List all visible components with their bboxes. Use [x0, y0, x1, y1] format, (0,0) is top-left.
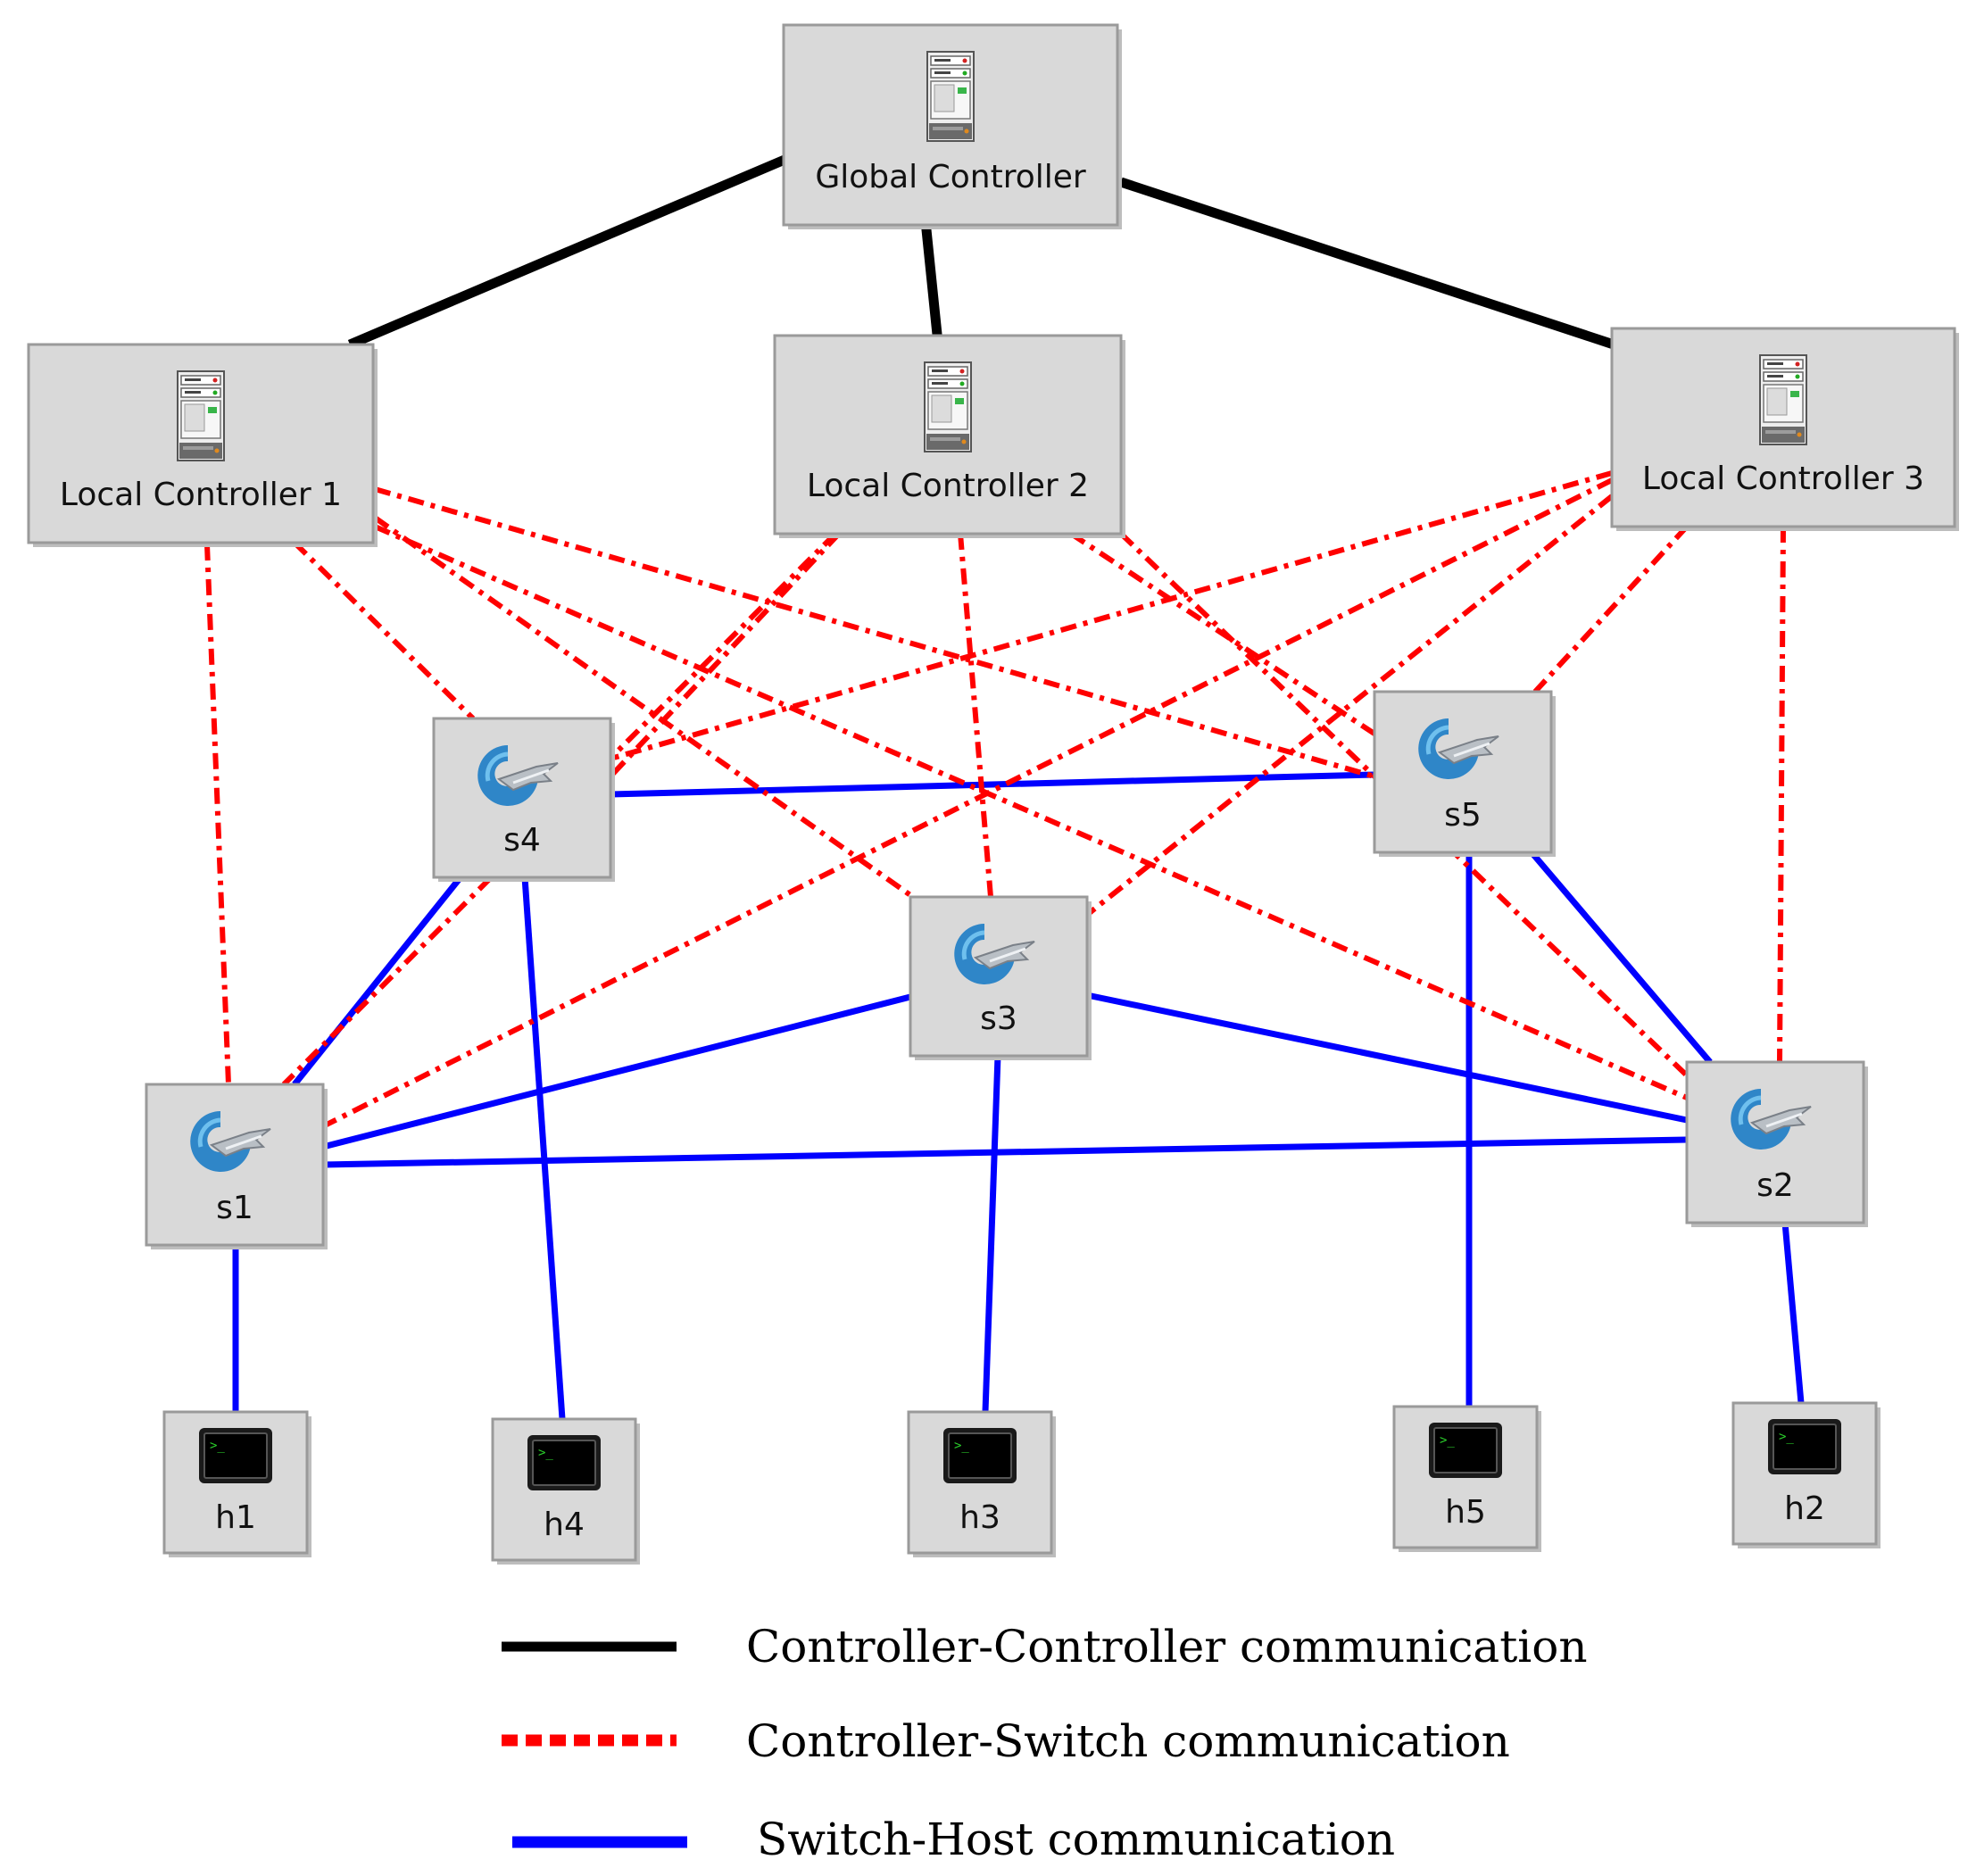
node-label-global: Global Controller: [815, 159, 1086, 195]
link-lc1-s1: [204, 544, 231, 1085]
node-h5[interactable]: h5: [1392, 1405, 1541, 1552]
controller-controller-links: [347, 152, 1621, 353]
node-h4[interactable]: h4: [491, 1417, 640, 1565]
link-s4-s5: [610, 771, 1375, 798]
node-label-s5: s5: [1444, 797, 1482, 834]
node-label-s2: s2: [1756, 1167, 1794, 1204]
node-label-s1: s1: [216, 1190, 253, 1226]
terminal-icon: [1428, 1422, 1503, 1479]
terminal-icon: [198, 1427, 273, 1484]
node-h2[interactable]: h2: [1731, 1401, 1881, 1548]
link-s5-s2: [1529, 850, 1713, 1065]
link-s3-h3: [982, 1055, 1001, 1413]
node-s5[interactable]: s5: [1373, 690, 1556, 857]
node-h3[interactable]: h3: [907, 1410, 1056, 1557]
switch-host-links: [232, 771, 1805, 1420]
link-lc2-s5: [1069, 531, 1387, 743]
node-label-h3: h3: [959, 1499, 1000, 1536]
server-icon: [926, 51, 975, 142]
link-s1-s4: [292, 875, 463, 1087]
link-s1-s2: [322, 1136, 1688, 1168]
node-label-lc3: Local Controller 3: [1642, 461, 1924, 497]
node-label-lc1: Local Controller 1: [60, 477, 342, 513]
node-label-h4: h4: [544, 1507, 585, 1543]
node-lc3[interactable]: Local Controller 3: [1610, 327, 1959, 531]
node-s1[interactable]: s1: [145, 1083, 328, 1249]
link-lc1-s4: [292, 540, 476, 721]
node-s3[interactable]: s3: [909, 895, 1092, 1060]
terminal-icon: [942, 1427, 1017, 1484]
legend: Controller-Controller communication Cont…: [502, 1621, 1588, 1865]
node-label-lc2: Local Controller 2: [807, 468, 1089, 504]
node-h1[interactable]: h1: [162, 1410, 311, 1557]
terminal-icon: [1767, 1418, 1842, 1475]
node-label-h5: h5: [1445, 1494, 1486, 1531]
node-lc2[interactable]: Local Controller 2: [773, 334, 1125, 538]
server-icon: [177, 370, 225, 461]
node-label-s4: s4: [503, 822, 541, 859]
link-lc1-s2: [373, 524, 1689, 1100]
node-label-s3: s3: [980, 1000, 1017, 1037]
link-global-lc3: [1119, 177, 1621, 352]
node-global[interactable]: Global Controller: [782, 23, 1122, 229]
node-label-h1: h1: [215, 1499, 256, 1536]
link-s4-h4: [521, 876, 566, 1420]
legend-label-controller-controller: Controller-Controller communication: [746, 1621, 1588, 1673]
node-s2[interactable]: s2: [1685, 1060, 1868, 1227]
node-s4[interactable]: s4: [432, 717, 615, 882]
link-s1-s3: [322, 993, 911, 1150]
link-s2-h2: [1781, 1222, 1805, 1404]
link-lc2-s4: [608, 531, 842, 779]
link-global-lc2: [919, 212, 944, 353]
link-global-lc1: [347, 152, 793, 350]
legend-label-switch-host: Switch-Host communication: [757, 1814, 1395, 1865]
link-lc3-s2: [1777, 526, 1786, 1063]
node-lc1[interactable]: Local Controller 1: [27, 343, 378, 547]
link-lc3-s1: [321, 477, 1614, 1129]
link-lc3-s3: [1085, 494, 1614, 917]
legend-label-controller-switch: Controller-Switch communication: [746, 1715, 1510, 1767]
server-icon: [1759, 354, 1807, 445]
link-s3-s2: [1086, 992, 1688, 1124]
node-label-h2: h2: [1784, 1490, 1825, 1527]
link-lc3-s5: [1532, 524, 1690, 694]
terminal-icon: [527, 1434, 602, 1491]
server-icon: [924, 361, 972, 452]
link-lc2-s3: [958, 533, 993, 898]
link-lc1-s3: [373, 515, 921, 904]
